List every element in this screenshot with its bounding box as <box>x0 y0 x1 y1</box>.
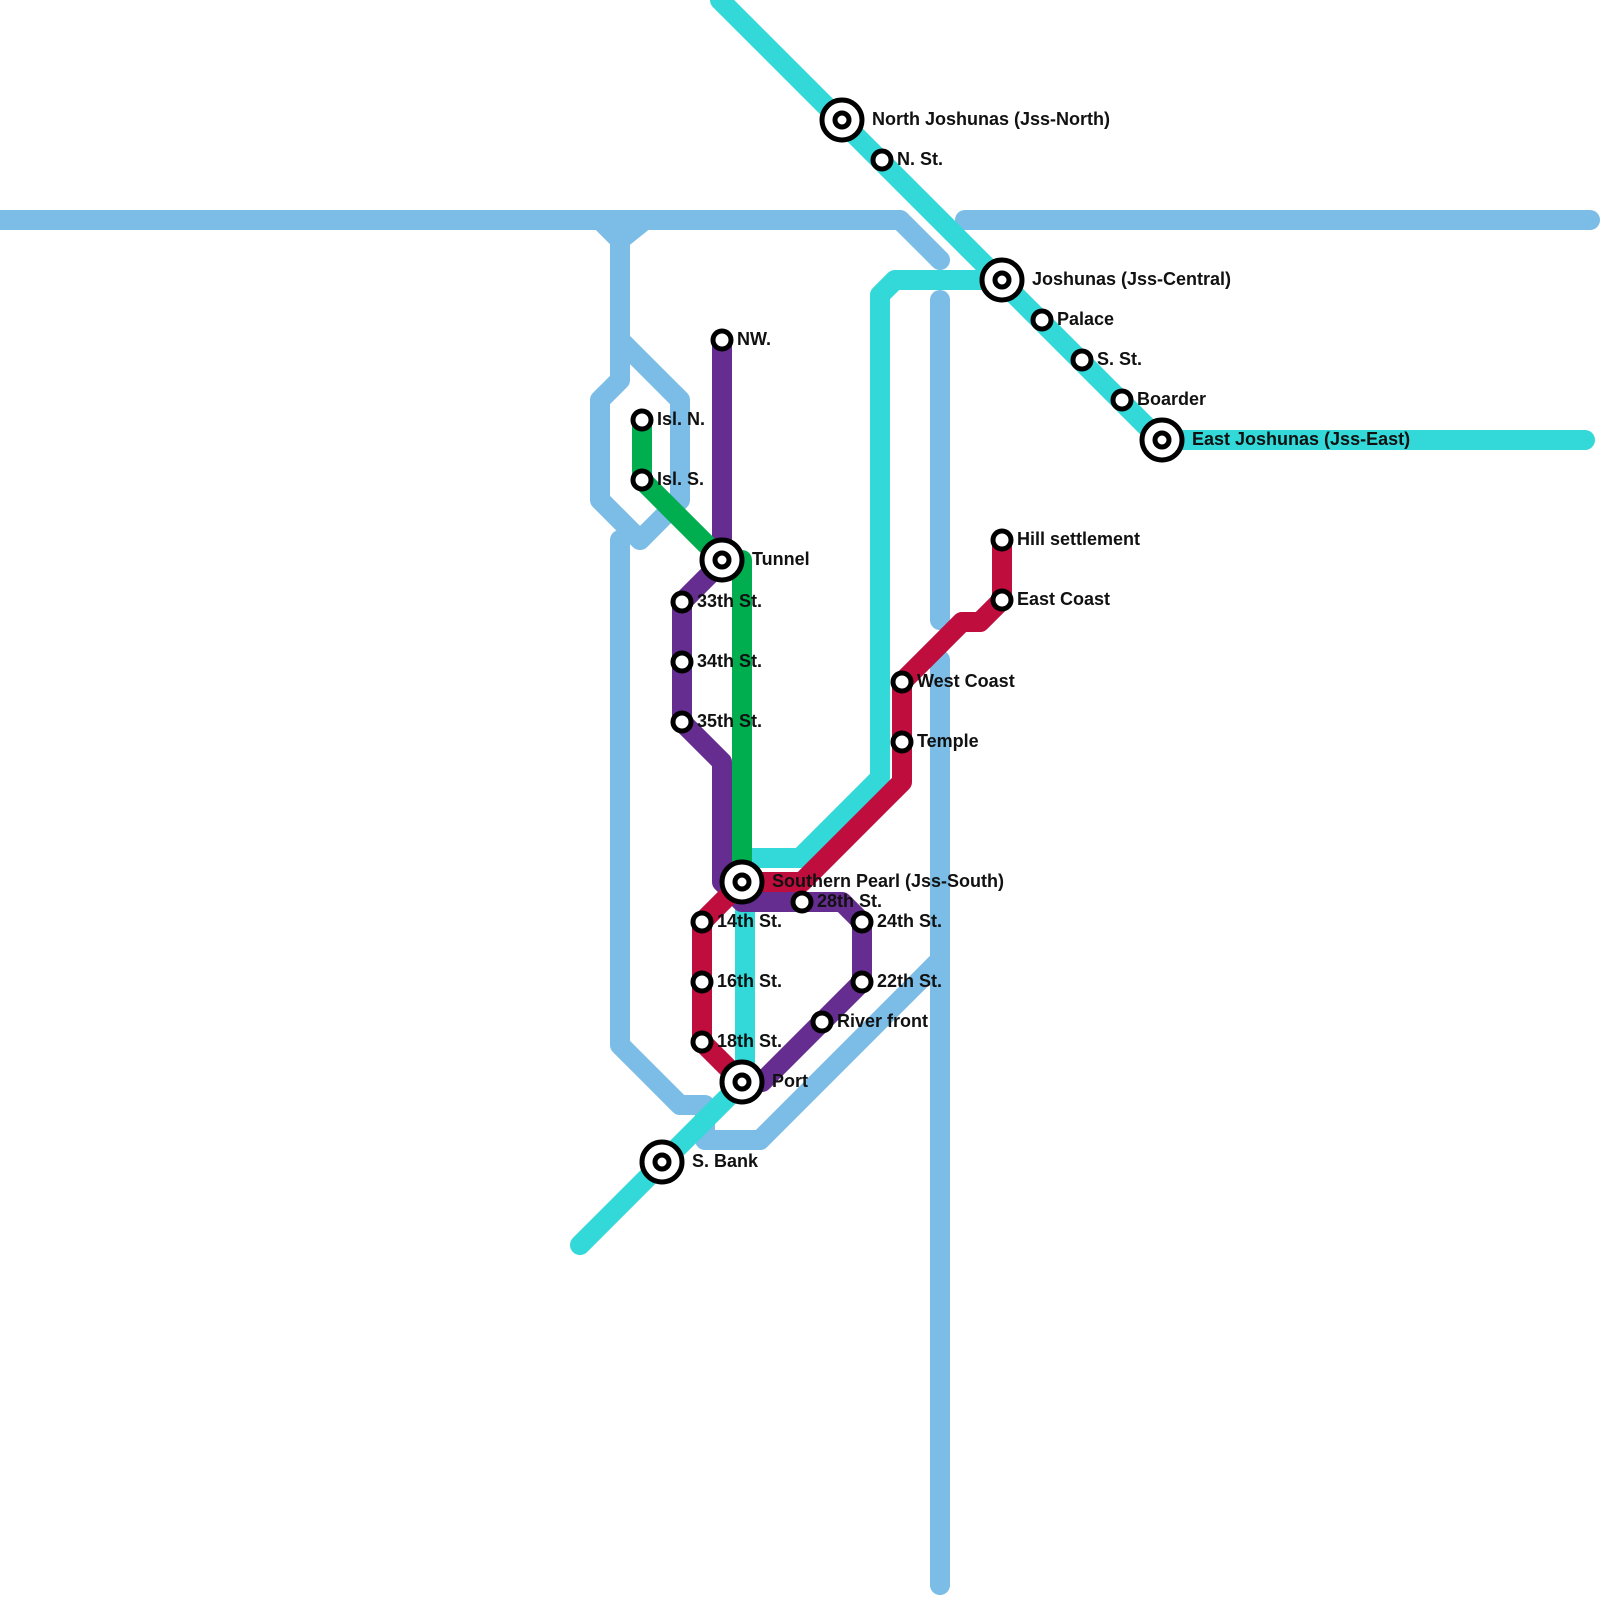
label-isl-s: Isl. S. <box>657 469 704 489</box>
label-28th-st: 28th St. <box>817 891 882 911</box>
label-joshunas-central: Joshunas (Jss-Central) <box>1032 269 1231 289</box>
station-joshunas-central[interactable] <box>979 257 1025 303</box>
label-33th-st: 33th St. <box>697 591 762 611</box>
station-22th-st[interactable] <box>850 970 874 994</box>
station-14th-st[interactable] <box>690 910 714 934</box>
label-east-joshunas: East Joshunas (Jss-East) <box>1192 429 1410 449</box>
station-16th-st[interactable] <box>690 970 714 994</box>
label-temple: Temple <box>917 731 979 751</box>
station-nw[interactable] <box>710 328 734 352</box>
label-river-front: River front <box>837 1011 928 1031</box>
station-river-front[interactable] <box>810 1010 834 1034</box>
cyan-line-south <box>570 270 1010 1255</box>
label-34th-st: 34th St. <box>697 651 762 671</box>
station-s-bank[interactable] <box>639 1139 685 1185</box>
river-west-branch <box>590 210 950 1150</box>
station-isl-n[interactable] <box>630 408 654 432</box>
station-33th-st[interactable] <box>670 590 694 614</box>
label-tunnel: Tunnel <box>752 549 810 569</box>
station-labels: North Joshunas (Jss-North) N. St. Joshun… <box>657 109 1410 1171</box>
station-isl-s[interactable] <box>630 468 654 492</box>
label-24th-st: 24th St. <box>877 911 942 931</box>
station-east-coast[interactable] <box>990 588 1014 612</box>
station-35th-st[interactable] <box>670 710 694 734</box>
water-features <box>0 210 1600 1595</box>
label-s-bank: S. Bank <box>692 1151 759 1171</box>
river-horizontal-left <box>0 210 950 270</box>
red-line <box>692 530 1012 1092</box>
label-isl-n: Isl. N. <box>657 409 705 429</box>
label-palace: Palace <box>1057 309 1114 329</box>
station-n-st[interactable] <box>870 148 894 172</box>
station-west-coast[interactable] <box>890 670 914 694</box>
stations <box>630 97 1185 1185</box>
label-hill-settlement: Hill settlement <box>1017 529 1140 549</box>
label-22th-st: 22th St. <box>877 971 942 991</box>
label-14th-st: 14th St. <box>717 911 782 931</box>
station-temple[interactable] <box>890 730 914 754</box>
label-southern-pearl: Southern Pearl (Jss-South) <box>772 871 1004 891</box>
label-18th-st: 18th St. <box>717 1031 782 1051</box>
label-s-st: S. St. <box>1097 349 1142 369</box>
label-35th-st: 35th St. <box>697 711 762 731</box>
station-34th-st[interactable] <box>670 650 694 674</box>
station-28th-st[interactable] <box>790 890 814 914</box>
label-north-joshunas: North Joshunas (Jss-North) <box>872 109 1110 129</box>
station-port[interactable] <box>719 1059 765 1105</box>
station-24th-st[interactable] <box>850 910 874 934</box>
station-southern-pearl[interactable] <box>719 859 765 905</box>
station-s-st[interactable] <box>1070 348 1094 372</box>
label-n-st: N. St. <box>897 149 943 169</box>
station-hill-settlement[interactable] <box>990 528 1014 552</box>
station-tunnel[interactable] <box>699 537 745 583</box>
label-east-coast: East Coast <box>1017 589 1110 609</box>
station-boarder[interactable] <box>1110 388 1134 412</box>
station-north-joshunas[interactable] <box>819 97 865 143</box>
red-line-path <box>692 530 1012 1092</box>
label-west-coast: West Coast <box>917 671 1015 691</box>
station-18th-st[interactable] <box>690 1030 714 1054</box>
label-16th-st: 16th St. <box>717 971 782 991</box>
station-east-joshunas[interactable] <box>1139 417 1185 463</box>
label-boarder: Boarder <box>1137 389 1206 409</box>
station-palace[interactable] <box>1030 308 1054 332</box>
label-port: Port <box>772 1071 808 1091</box>
label-nw: NW. <box>737 329 771 349</box>
